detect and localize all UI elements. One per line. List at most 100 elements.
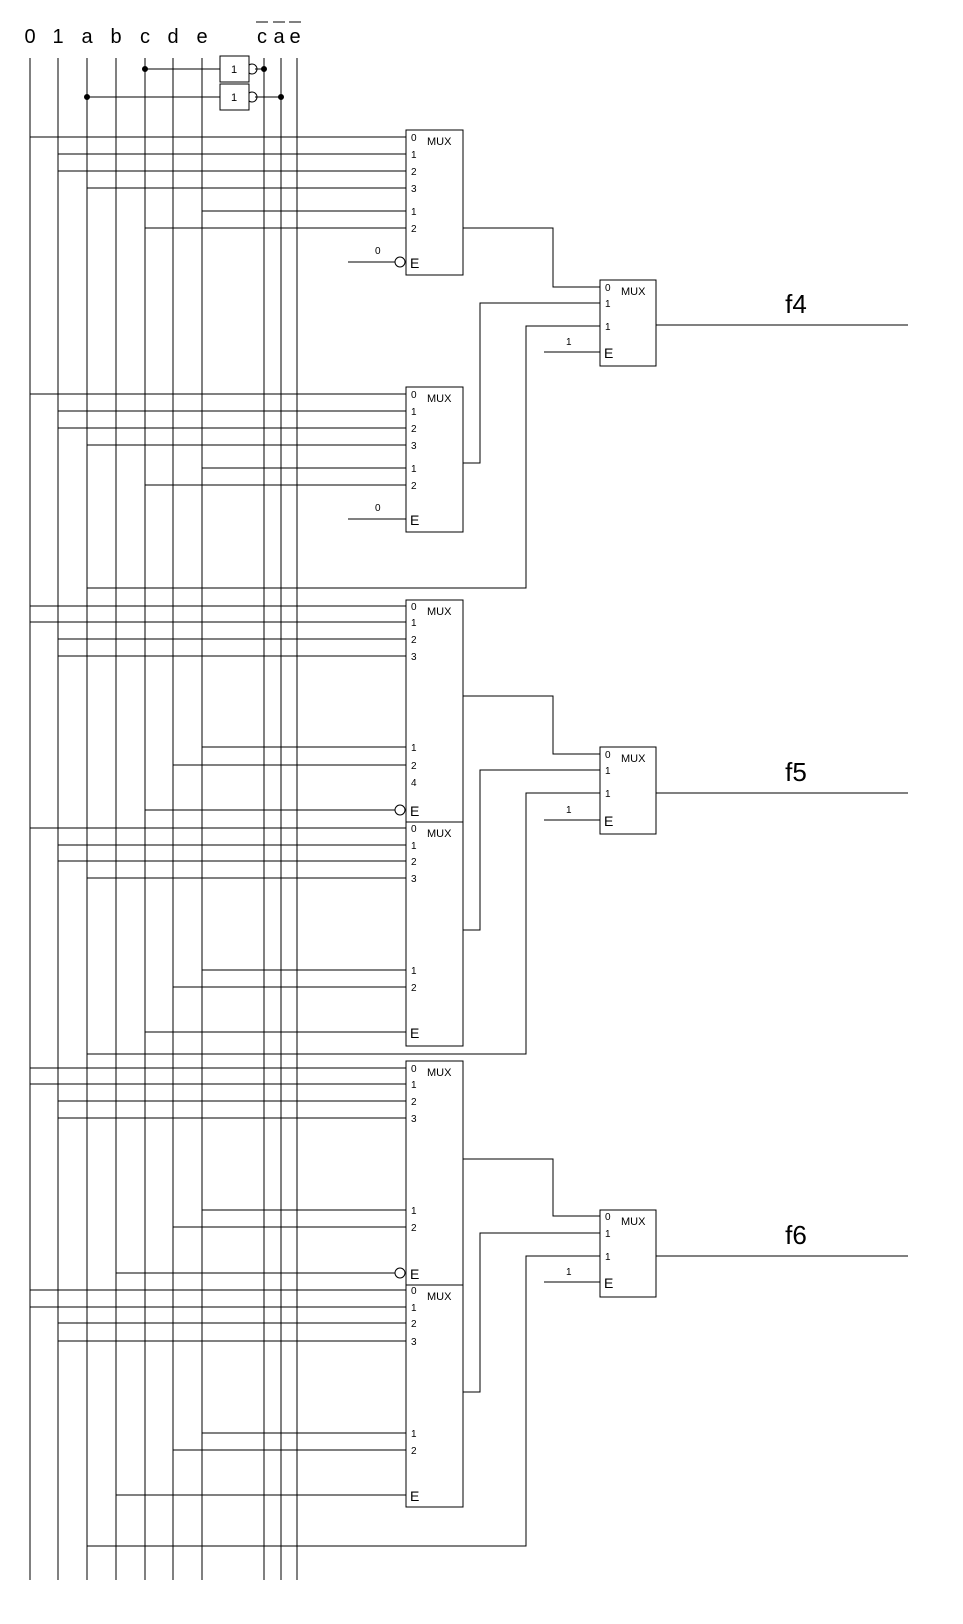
enable-pin-label: E	[410, 1266, 419, 1282]
mux-title: MUX	[621, 753, 646, 765]
inversion-bubble	[394, 256, 406, 268]
pin-label: 0	[411, 1286, 417, 1297]
mux-output-wire	[463, 1232, 600, 1393]
pin-label: 3	[411, 441, 417, 452]
mux-title: MUX	[621, 1216, 646, 1228]
mux-output-wire	[463, 695, 600, 755]
enable-pin-label: E	[410, 1488, 419, 1504]
pin-label: 1	[605, 1252, 611, 1263]
mux-title: MUX	[621, 286, 646, 298]
enable-constant: 0	[375, 503, 381, 514]
bus-label-6: e	[196, 26, 207, 48]
mux-title: MUX	[427, 393, 452, 405]
mux-f6-upper	[405, 1060, 464, 1286]
enable-pin-label: E	[410, 803, 419, 819]
pin-label: 1	[411, 150, 417, 161]
pin-label: 2	[411, 224, 417, 235]
bus-label-5: d	[167, 26, 178, 48]
pin-label: 0	[411, 133, 417, 144]
pin-label: 0	[411, 390, 417, 401]
inverter-gate	[219, 83, 250, 111]
bus-label-9: e	[289, 26, 300, 48]
pin-label: 1	[605, 789, 611, 800]
pin-label: 2	[411, 857, 417, 868]
pin-label: 1	[605, 299, 611, 310]
enable-pin-label: E	[604, 813, 613, 829]
mux-output-wire	[463, 302, 600, 464]
mux-f4-output	[599, 279, 657, 367]
enable-pin-label: E	[410, 512, 419, 528]
pin-label: 0	[411, 602, 417, 613]
mux-title: MUX	[427, 1067, 452, 1079]
pin-label: 3	[411, 1337, 417, 1348]
pin-label: 0	[411, 1064, 417, 1075]
enable-pin-label: E	[604, 1275, 613, 1291]
bus-label-7: c	[257, 26, 267, 48]
pin-label: 1	[411, 207, 417, 218]
mux-output-wire	[463, 1158, 600, 1217]
mux-f6-lower	[405, 1284, 464, 1508]
mux-f4-lower	[405, 386, 464, 533]
inverter-gate-label: 1	[231, 64, 237, 76]
pin-label: 3	[411, 184, 417, 195]
pin-label: 1	[411, 1429, 417, 1440]
mux-blocks	[219, 55, 657, 1508]
pin-label: 2	[411, 424, 417, 435]
junction-dot	[261, 66, 267, 72]
mux-title: MUX	[427, 828, 452, 840]
pin-label: 3	[411, 874, 417, 885]
pin-label: 2	[411, 1223, 417, 1234]
inverter-gate-label: 1	[231, 92, 237, 104]
pin-label: 2	[411, 761, 417, 772]
pin-label: 1	[411, 1080, 417, 1091]
bus-label-4: c	[140, 26, 150, 48]
mux-f4-upper	[405, 129, 464, 276]
pin-label: 2	[411, 983, 417, 994]
pin-label: 1	[605, 322, 611, 333]
junction-dot	[278, 94, 284, 100]
pin-label: 2	[411, 1097, 417, 1108]
pin-label: 1	[411, 407, 417, 418]
bus-label-3: b	[110, 26, 121, 48]
mux-f5-lower	[405, 821, 464, 1047]
mux-title: MUX	[427, 606, 452, 618]
pin-label: 2	[411, 481, 417, 492]
mux-f6-output	[599, 1209, 657, 1298]
enable-constant: 1	[566, 337, 572, 348]
pin-label: 0	[605, 750, 611, 761]
mux-title: MUX	[427, 1291, 452, 1303]
pin-label: 2	[411, 1446, 417, 1457]
bus-label-1: 1	[52, 26, 63, 48]
enable-pin-label: E	[604, 345, 613, 361]
output-label-f5: f5	[785, 757, 807, 787]
pin-label: 0	[605, 1212, 611, 1223]
pin-label: 1	[411, 743, 417, 754]
select-wire	[87, 1255, 600, 1547]
inversion-bubble	[394, 804, 406, 816]
pin-label: 3	[411, 652, 417, 663]
pin-label: 2	[411, 1319, 417, 1330]
pin-label: 1	[411, 1206, 417, 1217]
pin-label: 0	[411, 824, 417, 835]
pin-label: 3	[411, 1114, 417, 1125]
pin-label: 1	[605, 1229, 611, 1240]
mux-title: MUX	[427, 136, 452, 148]
select-wire	[87, 325, 600, 589]
enable-pin-label: E	[410, 1025, 419, 1041]
pin-label: 2	[411, 635, 417, 646]
enable-constant: 1	[566, 805, 572, 816]
bus-label-8: a	[273, 26, 285, 48]
pin-label: 2	[411, 167, 417, 178]
output-label-f6: f6	[785, 1220, 807, 1250]
enable-constant: 0	[375, 246, 381, 257]
bus-label-2: a	[81, 26, 93, 48]
pin-label: 4	[411, 778, 417, 789]
pin-label: 1	[411, 618, 417, 629]
pin-label: 1	[411, 464, 417, 475]
mux-output-wire	[463, 769, 600, 931]
inverter-gate	[219, 55, 250, 83]
pin-label: 0	[605, 283, 611, 294]
mux-f5-upper	[405, 599, 464, 823]
select-wire	[87, 792, 600, 1055]
